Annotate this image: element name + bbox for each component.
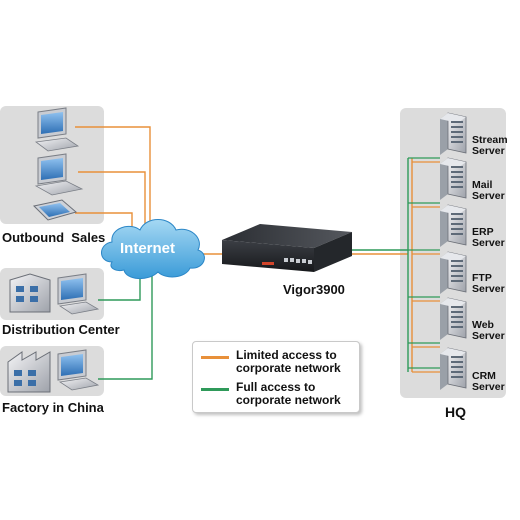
router-label: Vigor3900 (283, 282, 345, 297)
legend-limited: Limited access to corporate network (201, 349, 341, 375)
router-hq-trunk (352, 158, 413, 372)
building-icon (9, 273, 51, 313)
hq-label: HQ (445, 404, 466, 420)
internet-label: Internet (120, 240, 176, 257)
laptop-icon (34, 153, 84, 196)
desktop-monitor-icon (57, 273, 100, 315)
internet-cloud-icon (101, 219, 205, 279)
desktop-monitor-icon (57, 349, 100, 391)
legend-limited-line1: Limited access to (236, 348, 337, 362)
server-tower-icon (440, 157, 467, 200)
legend-full: Full access to corporate network (201, 381, 341, 407)
outbound-sales-label: Outbound Sales (2, 230, 106, 245)
legend-full-line2: corporate network (236, 393, 341, 407)
legend-full-swatch (201, 388, 229, 391)
server-tower-icon (440, 112, 467, 155)
distribution-center-label: Distribution Center (2, 322, 120, 337)
factory-label: Factory in China (2, 400, 104, 415)
legend-limited-swatch (201, 356, 229, 359)
server-tower-icon (440, 297, 467, 340)
router-device-icon (222, 224, 352, 272)
hq-server-links (408, 157, 440, 373)
legend-limited-line2: corporate network (236, 361, 341, 375)
desktop-monitor-icon (34, 107, 80, 152)
factory-building-icon (7, 351, 51, 393)
tablet-icon (32, 199, 78, 221)
server-tower-icon (440, 251, 467, 294)
legend-full-line1: Full access to (236, 380, 316, 394)
legend: Limited access to corporate network Full… (192, 341, 360, 413)
server-tower-icon (440, 347, 467, 390)
outbound-sales-links (75, 126, 151, 228)
server-tower-icon (440, 204, 467, 247)
